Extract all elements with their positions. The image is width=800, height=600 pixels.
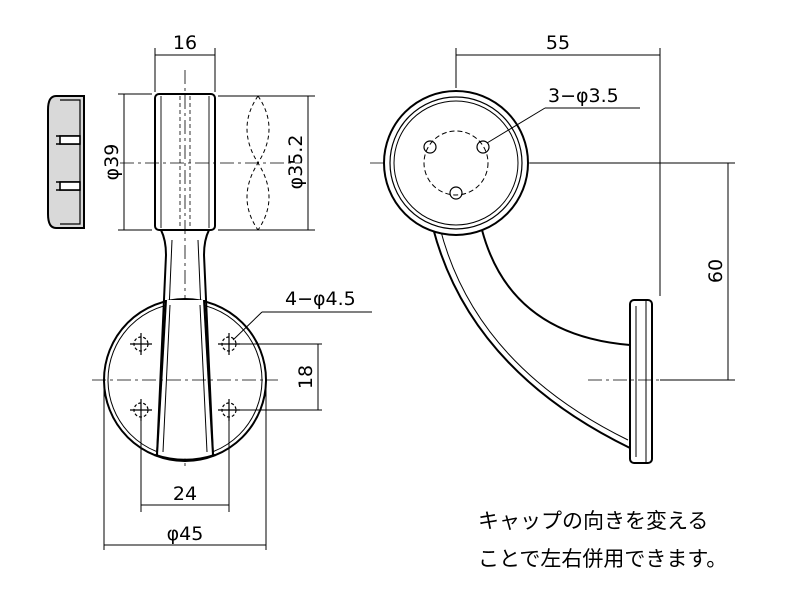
dim-hole-horizontal-spacing: 24 bbox=[173, 483, 197, 505]
side-view bbox=[370, 72, 660, 464]
front-dimension-lines bbox=[103, 48, 372, 550]
side-dimension-lines bbox=[455, 48, 735, 381]
note-line-2: ことで左右併用できます。 bbox=[478, 547, 728, 571]
front-view bbox=[92, 70, 300, 470]
dim-base-holes: 4−φ4.5 bbox=[285, 288, 356, 310]
dim-pipe-diameter: φ35.2 bbox=[285, 135, 307, 190]
dim-width-top: 16 bbox=[173, 32, 197, 54]
note-line-1: キャップの向きを変える bbox=[478, 509, 709, 533]
dim-height: 60 bbox=[705, 259, 727, 283]
dim-ring-holes: 3−φ3.5 bbox=[548, 85, 619, 107]
dim-cap-diameter: φ39 bbox=[101, 144, 123, 181]
end-cap bbox=[47, 95, 85, 229]
dim-hole-vertical-spacing: 18 bbox=[295, 365, 317, 389]
dim-base-diameter: φ45 bbox=[167, 523, 204, 545]
dim-projection: 55 bbox=[546, 32, 570, 54]
